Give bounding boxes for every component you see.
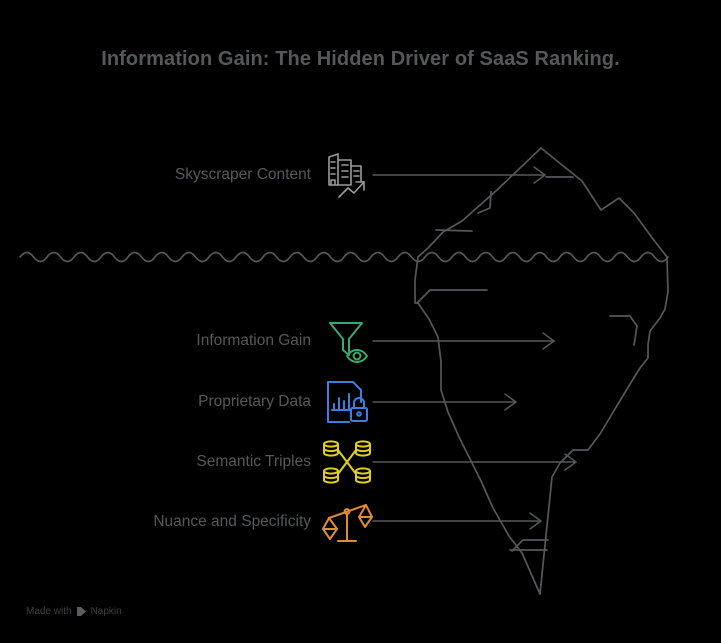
label-proprietary-data: Proprietary Data (198, 393, 311, 410)
label-semantic-triples: Semantic Triples (196, 453, 311, 470)
footer-brand-label: Napkin (90, 606, 122, 617)
connector-arrow-information-gain (372, 332, 555, 350)
list-item-skyscraper-content[interactable]: Skyscraper Content (20, 149, 373, 201)
napkin-logo-icon (76, 607, 86, 616)
balance-scales-icon (322, 504, 373, 542)
label-information-gain: Information Gain (196, 332, 311, 349)
connector-arrow-semantic-triples (372, 453, 577, 471)
connector-arrow-skyscraper (372, 166, 546, 184)
footer-attribution: Made with Napkin (26, 606, 122, 617)
connector-arrow-nuance-specificity (372, 512, 542, 530)
label-skyscraper-content: Skyscraper Content (174, 166, 311, 183)
iceberg-outline (414, 147, 669, 595)
document-chart-lock-icon (327, 381, 368, 423)
database-nodes-icon (323, 440, 371, 484)
connector-arrow-proprietary-data (372, 393, 517, 411)
footer-made-with-label: Made with (26, 606, 72, 617)
list-item-nuance-and-specificity[interactable]: Nuance and Specificity (20, 496, 373, 548)
label-nuance-and-specificity: Nuance and Specificity (153, 513, 311, 530)
list-item-proprietary-data[interactable]: Proprietary Data (20, 376, 373, 428)
list-item-information-gain[interactable]: Information Gain (20, 315, 373, 367)
funnel-eye-icon (329, 322, 368, 363)
waterline-wave (19, 251, 669, 263)
list-item-semantic-triples[interactable]: Semantic Triples (20, 436, 373, 488)
page-title: Information Gain: The Hidden Driver of S… (101, 48, 620, 70)
skyscraper-chart-icon (328, 153, 365, 198)
